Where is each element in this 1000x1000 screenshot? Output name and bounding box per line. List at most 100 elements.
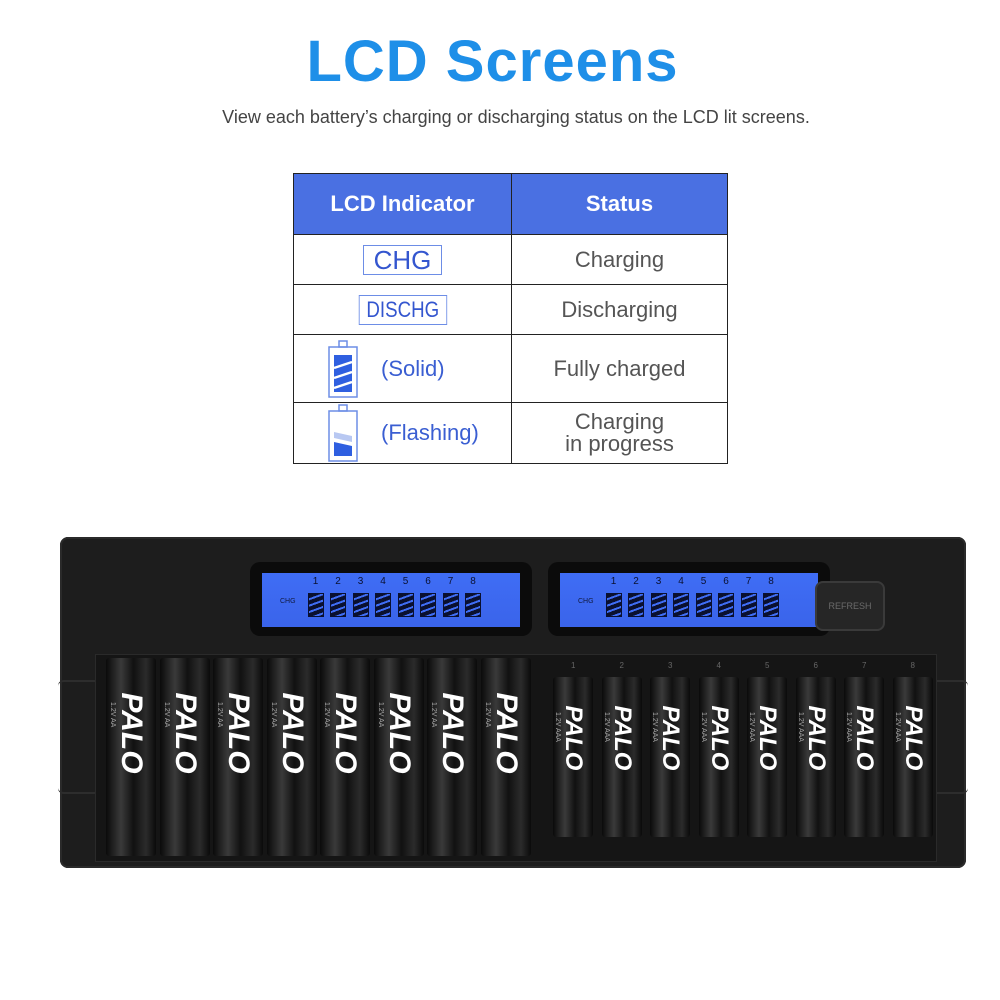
battery-level-icon xyxy=(650,593,667,617)
lcd-slot-indicator: 3 xyxy=(351,576,370,617)
battery-level-icon xyxy=(628,593,644,617)
slot-number: 5 xyxy=(765,661,770,670)
battery-brand: PALO xyxy=(851,705,878,771)
lcd-slot-indicator: 7 xyxy=(441,576,460,617)
slot-number: 2 xyxy=(335,576,341,587)
dischg-indicator: DISCHG xyxy=(358,294,447,325)
battery-brand: PALO xyxy=(802,705,830,771)
lcd-slot-indicator: 4 xyxy=(672,576,691,617)
slot-number: 6 xyxy=(723,576,729,587)
header-lcd-indicator: LCD Indicator xyxy=(293,173,512,235)
battery-level-icon xyxy=(375,593,391,617)
lcd-slot-indicator: 5 xyxy=(694,576,713,617)
page-subtitle: View each battery’s charging or discharg… xyxy=(222,107,810,127)
battery-brand: PALO xyxy=(168,692,202,774)
battery-full-icon xyxy=(328,339,358,398)
slot-number: 5 xyxy=(402,576,409,587)
lcd-slot-indicator: 4 xyxy=(374,576,393,617)
slot-number: 3 xyxy=(655,576,662,587)
lcd-slot-indicator: 3 xyxy=(649,576,668,617)
battery-brand: PALO xyxy=(489,692,523,774)
slot-number: 7 xyxy=(862,661,867,670)
battery-brand: PALO xyxy=(115,692,148,774)
battery-level-icon xyxy=(442,593,459,617)
slot-number: 2 xyxy=(619,661,624,670)
battery-brand: PALO xyxy=(705,705,733,771)
battery-level-icon xyxy=(740,593,757,617)
slot-number: 4 xyxy=(716,661,721,670)
battery-charging-icon xyxy=(328,404,358,462)
table-row: CHG Charging xyxy=(293,234,728,285)
battery-level-icon xyxy=(695,593,712,617)
battery-level-icon xyxy=(307,593,324,617)
header-status: Status xyxy=(511,173,728,235)
battery-level-icon xyxy=(420,593,436,617)
status-line-1: Charging xyxy=(574,409,665,434)
battery-brand: PALO xyxy=(222,692,255,774)
lcd-slot-indicator: 8 xyxy=(464,576,483,617)
battery-level-icon xyxy=(352,593,369,617)
slot-number: 1 xyxy=(312,576,319,587)
lcd-slot-indicator: 2 xyxy=(627,576,646,617)
battery-level-icon xyxy=(718,593,734,617)
lcd-slot-indicator: 2 xyxy=(329,576,348,617)
lcd-slot-indicator: 1 xyxy=(604,576,623,617)
battery-brand: PALO xyxy=(608,705,636,771)
indicator-label: (Solid) xyxy=(381,355,445,381)
table-row: (Solid) Fully charged xyxy=(293,334,728,403)
table-row: DISCHG Discharging xyxy=(293,284,728,335)
slot-number: 2 xyxy=(633,576,639,587)
battery-brand: PALO xyxy=(754,705,781,771)
page-title: LCD Screens xyxy=(306,29,679,94)
lcd-slot-indicator: 6 xyxy=(717,576,736,617)
status-line-2: in progress xyxy=(565,431,674,456)
chg-indicator: CHG xyxy=(362,244,443,275)
slot-number: 5 xyxy=(700,576,707,587)
chg-label: CHG xyxy=(578,598,594,605)
status-text: Charging xyxy=(511,234,728,285)
indicator-label: (Flashing) xyxy=(381,420,479,445)
lcd-slot-indicator: 1 xyxy=(306,576,325,617)
lcd-slot-indicator: 8 xyxy=(762,576,781,617)
slot-number: 4 xyxy=(380,576,386,587)
refresh-button[interactable]: REFRESH xyxy=(815,581,885,631)
slot-number: 1 xyxy=(571,661,576,670)
battery-level-icon xyxy=(605,593,622,617)
lcd-indicator-table: LCD Indicator Status CHG Charging DISCHG… xyxy=(293,173,728,464)
slot-number: 6 xyxy=(425,576,431,587)
battery-brand: PALO xyxy=(899,705,927,771)
chg-label: CHG xyxy=(280,598,296,605)
slot-number: 3 xyxy=(357,576,364,587)
battery-level-icon xyxy=(397,593,414,617)
battery-level-icon xyxy=(673,593,689,617)
slot-number: 7 xyxy=(447,576,454,587)
lcd-slot-indicator: 6 xyxy=(419,576,438,617)
battery-brand: PALO xyxy=(382,692,416,774)
slot-number: 4 xyxy=(678,576,684,587)
slot-number: 8 xyxy=(768,576,774,587)
battery-brand: PALO xyxy=(657,705,684,771)
left-handle xyxy=(58,680,100,794)
slot-number: 3 xyxy=(668,661,673,670)
slot-number: 6 xyxy=(813,661,818,670)
slot-number: 7 xyxy=(745,576,752,587)
battery-level-icon xyxy=(465,593,481,617)
